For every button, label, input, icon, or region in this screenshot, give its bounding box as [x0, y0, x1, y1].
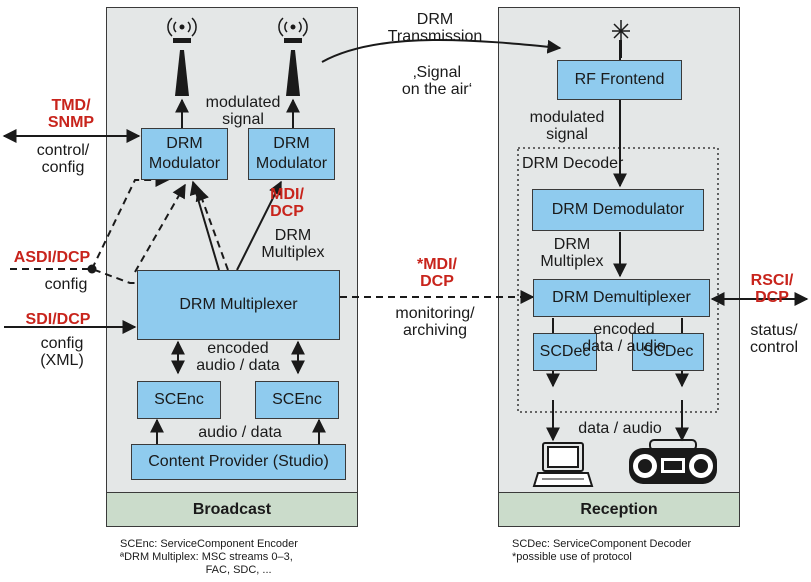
- config-label: config: [44, 276, 88, 293]
- demultiplexer-label: DRM Demultiplexer: [552, 289, 691, 306]
- audio-data-label: audio / data: [198, 424, 282, 441]
- drm-demultiplexer: DRM Demultiplexer: [533, 279, 710, 317]
- mdi-dcp-star-label: *MDI/ DCP: [417, 256, 457, 290]
- monitoring-archiving-label: monitoring/ archiving: [395, 305, 475, 339]
- drm-modulator-2: DRM Modulator: [248, 128, 335, 180]
- junction-dot: [87, 264, 97, 274]
- asdi-dcp-label: ASDI/DCP: [13, 249, 91, 266]
- reception-footnote: SCDec: ServiceComponent Decoder *possibl…: [512, 538, 692, 563]
- tmd-snmp-label: TMD/ SNMP: [47, 97, 95, 131]
- antenna-icon: [278, 17, 308, 96]
- scenc-2: SCEnc: [255, 381, 339, 419]
- multiplexer-label: DRM Multiplexer: [179, 296, 298, 313]
- mdi-dcp-label: MDI/ DCP: [270, 186, 304, 220]
- drm-decoder-label: DRM Decoder: [522, 155, 624, 172]
- modulated-signal-label: modulated signal: [205, 94, 281, 128]
- scenc2-label: SCEnc: [272, 391, 322, 408]
- rsci-dcp-label: RSCI/ DCP: [750, 272, 794, 306]
- demodulator-label: DRM Demodulator: [551, 201, 685, 218]
- scenc-1: SCEnc: [137, 381, 221, 419]
- drm-modulator-1: DRM Modulator: [141, 128, 228, 180]
- transmission-label: DRM Transmission: [387, 11, 483, 45]
- drm-demodulator: DRM Demodulator: [532, 189, 704, 231]
- broadcast-panel: Broadcast: [106, 7, 358, 527]
- radio-boombox-icon: [629, 439, 717, 484]
- drm-multiplexer: DRM Multiplexer: [137, 270, 340, 340]
- content-provider-label: Content Provider (Studio): [148, 453, 329, 470]
- scdec-1: SCDec: [533, 333, 597, 371]
- scdec2-label: SCDec: [642, 343, 694, 360]
- scdec1-label: SCDec: [539, 343, 591, 360]
- content-provider: Content Provider (Studio): [131, 444, 346, 480]
- rx-modulated-signal-label: modulated signal: [529, 109, 605, 143]
- decoder-frame: [517, 147, 719, 413]
- reception-footer: Reception: [499, 492, 739, 526]
- drm-multiplex-label: DRM Multiplex: [261, 227, 325, 261]
- rf-frontend: RF Frontend: [557, 60, 682, 100]
- broadcast-footer: Broadcast: [107, 492, 357, 526]
- signal-on-air-label: ‚Signal on the air‘: [401, 64, 473, 98]
- broadcast-footnote: SCEnc: ServiceComponent Encoder ªDRM Mul…: [120, 538, 298, 576]
- rx-drm-multiplex-label: DRM Multiplex: [540, 236, 604, 270]
- modulator2-label: DRM Modulator: [255, 135, 328, 172]
- antenna-icon: [167, 17, 197, 96]
- encoded-data-audio-label: encoded data / audio: [582, 321, 666, 355]
- computer-terminal-icon: [532, 442, 594, 487]
- sdi-dcp-label: SDI/DCP: [25, 311, 91, 328]
- modulator1-label: DRM Modulator: [148, 135, 221, 172]
- status-control-label: status/ control: [749, 322, 799, 356]
- encoded-audio-data-label: encoded audio / data: [196, 340, 280, 374]
- data-audio-label: data / audio: [578, 420, 662, 437]
- config-xml-label: config (XML): [40, 335, 84, 369]
- control-config-label: control/ config: [36, 142, 90, 176]
- scenc1-label: SCEnc: [154, 391, 204, 408]
- rf-frontend-label: RF Frontend: [574, 71, 665, 88]
- receiver-antenna-icon: [612, 20, 630, 58]
- scdec-2: SCDec: [632, 333, 704, 371]
